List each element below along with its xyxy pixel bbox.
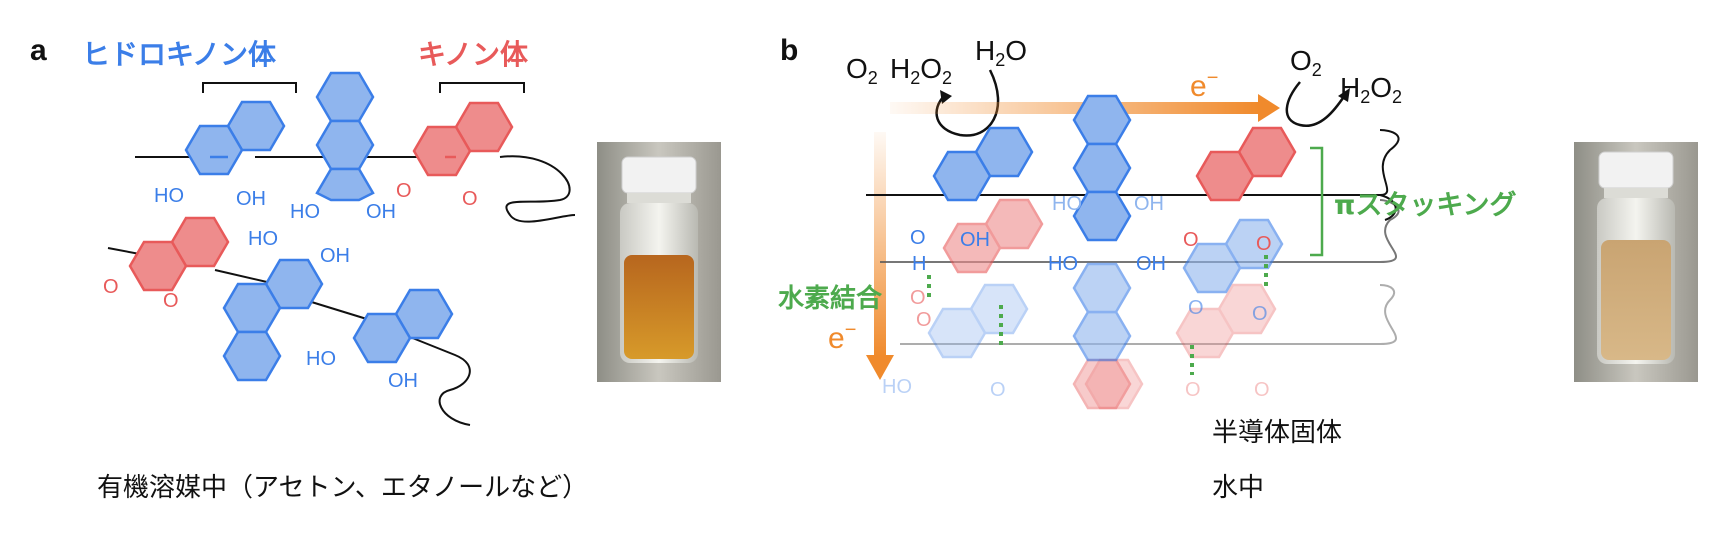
oh-5b: OH [320,245,350,267]
ho-center-mid: HO [1048,253,1078,275]
vial-photo-organic [597,142,721,382]
o-4b: O [163,290,179,312]
o-middle-1: O [910,287,926,309]
hydroquinone-unit-1 [184,100,286,176]
o-4a: O [103,276,119,298]
o-3b: O [462,188,478,210]
stack-layer-middle: O O O O [910,198,1284,331]
oh-6a: HO [306,348,336,370]
o-middle-2: O [916,309,932,331]
hydrogen-bond-label: 水素結合 [778,283,883,314]
electron-label-left: e− [828,319,856,355]
front-hydroquinone [932,126,1034,202]
stacked-column [1072,94,1132,410]
hydroquinone-unit-4 [352,288,454,364]
oh-2b: OH [366,201,396,223]
electron-arrow-horizontal [890,102,1260,114]
panel-a-letter: a [30,34,47,67]
panel-b: b O2 H2O2 H2O O2 H2O2 e− e− [778,34,1698,503]
hydroquinone-unit-3 [222,258,324,382]
quinone-label: キノン体 [418,38,529,71]
oh-center-mid: OH [1136,253,1166,275]
hydrogen-bonds [927,255,1268,375]
vial-photo-water [1574,142,1698,382]
hydrogen-peroxide-left: H2O2 [890,53,952,88]
oxygen-left: O2 [846,53,878,88]
panel-a: a ヒドロキノン体 キノン体 HO OH HO OH O O [30,34,721,503]
oh-1b: OH [236,188,266,210]
hydroquinone-bracket [202,82,297,93]
oh-6b: OH [388,370,418,392]
o-back-layer-2: O [1185,379,1201,401]
oh-5a: HO [248,228,278,250]
quinone-bracket [439,82,525,93]
front-quinone [1195,126,1297,202]
o-front-left: O [910,227,926,249]
ho-back-layer: HO [882,376,912,398]
reaction-arrowhead-left [940,90,952,104]
backbone-bottom [107,247,471,426]
o-middle-4: O [1252,303,1268,325]
in-water-label: 水中 [1212,473,1264,503]
panel-b-letter: b [780,34,798,67]
electron-arrowhead-horizontal [1258,94,1280,122]
panel-a-caption: 有機溶媒中（アセトン、エタノールなど） [97,473,588,503]
oh-2a: HO [290,201,320,223]
o-front-right-2: O [1256,233,1272,255]
oh-1a: HO [154,185,184,207]
oh-front-left: OH [960,229,990,251]
electron-arrowhead-vertical [866,355,894,380]
oxygen-right: O2 [1290,45,1322,80]
ho-center-top: HO [1052,193,1082,215]
quinone-unit-2 [128,216,230,292]
hydrogen-peroxide-right: H2O2 [1340,72,1402,107]
quinone-unit-1 [412,101,514,177]
hydroquinone-unit-2 [315,71,375,202]
o-3a: O [396,180,412,202]
layer-backbones [866,129,1400,345]
pi-stacking-label: πスタッキング [1334,189,1517,221]
pi-stacking-bracket [1310,146,1324,257]
h-front-left: H [912,253,926,275]
backbone-top [135,155,576,223]
water-molecule: H2O [975,35,1027,70]
o-middle-3: O [1188,297,1204,319]
reaction-arrowhead-right [1338,88,1350,102]
o-front-right-1: O [1183,229,1199,251]
reaction-arrow-right [1285,81,1347,128]
hydroquinone-label: ヒドロキノン体 [82,38,277,71]
semiconductor-solid-label: 半導体固体 [1212,418,1342,448]
o-back-layer-3: O [1254,379,1270,401]
oh-center-top: OH [1134,193,1164,215]
o-back-layer-1: O [990,379,1006,401]
electron-label-top: e− [1190,67,1218,103]
electron-arrow-vertical [874,132,886,357]
